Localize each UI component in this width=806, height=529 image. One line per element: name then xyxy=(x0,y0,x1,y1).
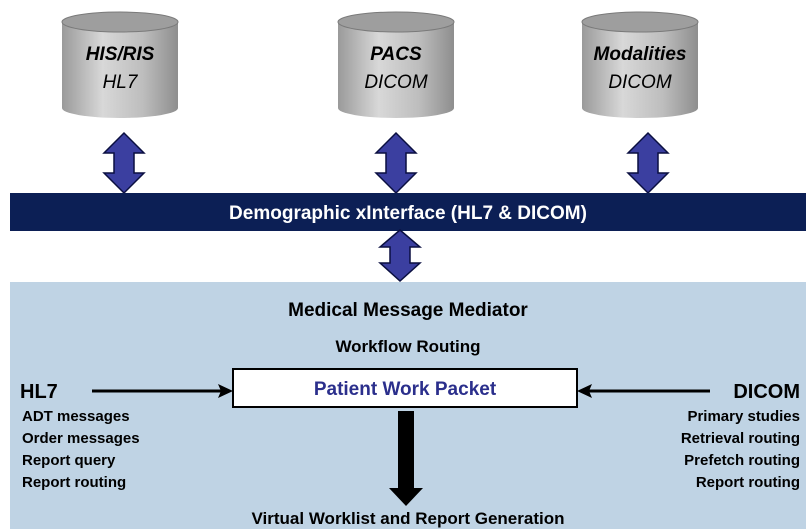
hl7-title: HL7 xyxy=(20,381,58,403)
database-title: PACS xyxy=(370,44,422,65)
interface-bar-label: Demographic xInterface (HL7 & DICOM) xyxy=(229,203,587,224)
mediator-subtitle: Workflow Routing xyxy=(335,337,480,356)
hl7-item: Order messages xyxy=(22,430,140,447)
double-arrow-icon xyxy=(626,131,670,195)
patient-work-packet-label: Patient Work Packet xyxy=(314,379,497,400)
arrowhead-left-icon xyxy=(577,384,592,398)
database-protocol: HL7 xyxy=(103,72,139,93)
hl7-item: Report query xyxy=(22,452,116,469)
dicom-item: Report routing xyxy=(696,474,800,491)
database-protocol: DICOM xyxy=(608,72,672,93)
double-arrow-icon xyxy=(374,131,418,195)
down-arrow-icon xyxy=(389,411,423,506)
database-protocol: DICOM xyxy=(364,72,428,93)
database-icon xyxy=(338,22,454,118)
dicom-title: DICOM xyxy=(733,381,800,403)
patient-work-packet-box xyxy=(232,368,578,408)
mediator-footer: Virtual Worklist and Report Generation xyxy=(252,509,565,528)
double-arrow-icon xyxy=(377,229,423,283)
dicom-item: Primary studies xyxy=(687,408,800,425)
arrowhead-right-icon xyxy=(218,384,233,398)
database-icon xyxy=(62,22,178,118)
database-his-ris: HIS/RIS HL7 xyxy=(61,11,179,118)
database-title: Modalities xyxy=(594,44,687,65)
interface-bar xyxy=(10,193,806,231)
database-modalities: Modalities DICOM xyxy=(581,11,699,118)
hl7-item: Report routing xyxy=(22,474,126,491)
database-pacs: PACS DICOM xyxy=(337,11,455,118)
hl7-item: ADT messages xyxy=(22,408,130,425)
database-icon xyxy=(582,22,698,118)
database-title: HIS/RIS xyxy=(86,44,155,65)
double-arrow-icon xyxy=(102,131,146,195)
mediator-title: Medical Message Mediator xyxy=(288,300,528,321)
dicom-item: Retrieval routing xyxy=(681,430,800,447)
dicom-item: Prefetch routing xyxy=(684,452,800,469)
